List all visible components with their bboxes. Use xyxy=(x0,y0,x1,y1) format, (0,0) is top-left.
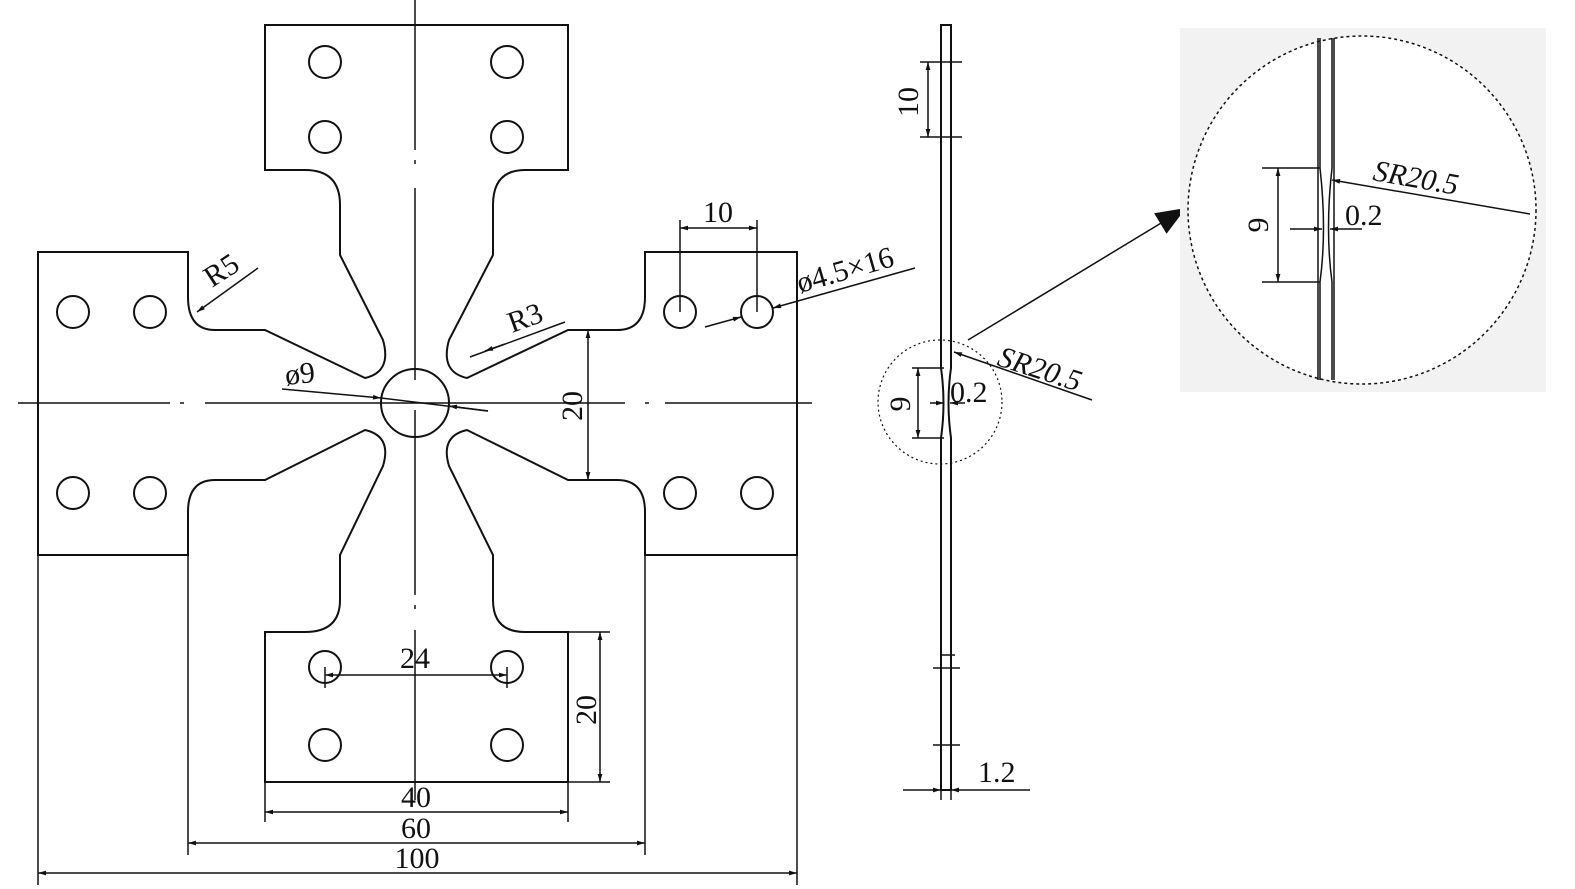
dim-thickness: 1.2 xyxy=(903,756,1030,800)
hole xyxy=(308,728,342,762)
hole xyxy=(490,45,524,79)
dim-label: 10 xyxy=(892,87,925,117)
dim-label: 0.2 xyxy=(950,376,988,409)
dim-label: R5 xyxy=(198,247,245,294)
dim-label: 40 xyxy=(401,781,431,814)
dim-label: 9 xyxy=(1242,218,1275,233)
dim-label: 100 xyxy=(395,842,440,875)
dim-label: ø9 xyxy=(283,356,316,392)
dim-label: 20 xyxy=(570,695,603,725)
dim-label: 9 xyxy=(884,397,917,412)
dim-length-10: 10 xyxy=(892,61,962,746)
detail-profile xyxy=(1317,38,1335,380)
front-view: 100 60 40 24 20 20 10 xyxy=(18,0,916,885)
hole xyxy=(133,476,167,510)
hole xyxy=(308,120,342,154)
detail-view: 9 0.2 SR20.5 xyxy=(1180,28,1546,392)
hole xyxy=(56,295,90,329)
dim-label: 0.2 xyxy=(1345,199,1383,232)
detail-magnified-circle xyxy=(1187,35,1537,385)
detail-pointer-arrow xyxy=(967,207,1187,341)
dim-width-60: 60 xyxy=(187,555,646,855)
dim-center-hole: ø9 xyxy=(281,356,489,412)
hole xyxy=(490,728,524,762)
detail-circle xyxy=(877,339,1003,465)
dim-hole-spec: ø4.5×16 xyxy=(704,241,916,328)
dim-fillet-r3: R3 xyxy=(469,297,566,358)
hole xyxy=(133,295,167,329)
dim-label: 24 xyxy=(400,642,430,675)
hole xyxy=(663,476,697,510)
dim-label: 60 xyxy=(401,812,431,845)
dim-label: ø4.5×16 xyxy=(793,241,898,300)
dim-label: 10 xyxy=(703,196,733,229)
hole xyxy=(490,120,524,154)
dim-label: 20 xyxy=(556,391,589,421)
dim-hole-spacing-10: 10 xyxy=(679,196,758,312)
hole xyxy=(308,45,342,79)
detail-dim-neck-thickness: 0.2 xyxy=(1290,199,1383,232)
hole xyxy=(740,476,774,510)
side-view: 10 9 0.2 SR20.5 1.2 xyxy=(877,24,1187,800)
dim-tab-height-20: 20 xyxy=(568,631,610,783)
dim-width-40: 40 xyxy=(264,781,569,822)
dim-label: 1.2 xyxy=(978,756,1016,789)
dim-width-100: 100 xyxy=(37,555,798,885)
dim-neck-thickness: 0.2 xyxy=(930,376,988,409)
detail-dim-neck-height-9: 9 xyxy=(1242,167,1320,283)
dim-hole-spacing-24: 24 xyxy=(324,642,508,688)
dim-fillet-r5: R5 xyxy=(196,247,259,313)
dim-label: R3 xyxy=(503,297,547,340)
dim-neck-height-9: 9 xyxy=(884,367,944,439)
hole xyxy=(56,476,90,510)
dim-label: SR20.5 xyxy=(994,340,1086,398)
dim-arm-gap-20: 20 xyxy=(556,330,591,480)
